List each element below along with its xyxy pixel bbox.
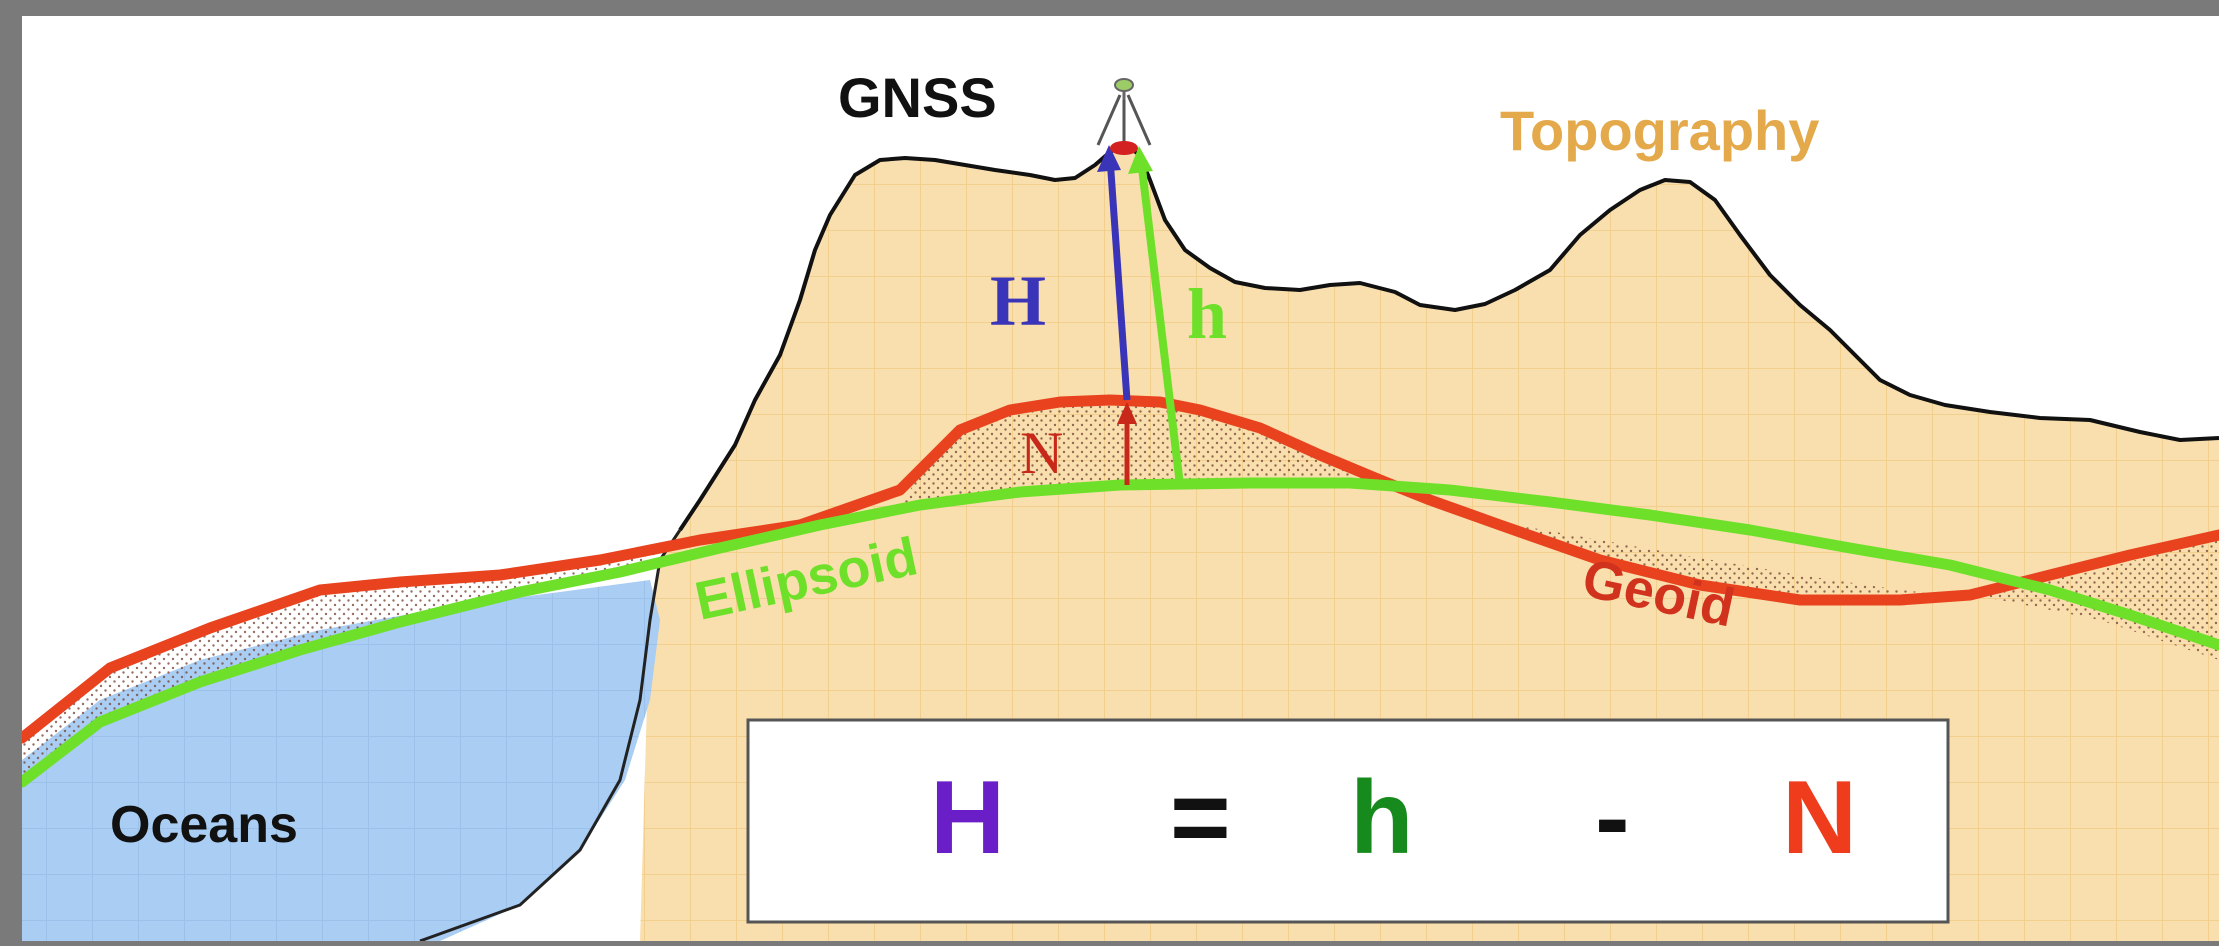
separation-dots-peak	[900, 400, 1400, 512]
geoid-undulation-arrow	[1117, 402, 1137, 485]
gnss-tripod-icon	[1096, 78, 1152, 155]
gnss-label: GNSS	[838, 66, 997, 129]
topography-label: Topography	[1500, 99, 1819, 162]
formula-N: N	[1782, 760, 1857, 876]
ellipsoid-line	[22, 477, 2219, 788]
geoid-undulation-label: N	[1020, 420, 1063, 486]
orthometric-height-label: H	[990, 261, 1046, 341]
formula-h: h	[1350, 760, 1414, 876]
ellipsoidal-height-label: h	[1187, 274, 1227, 354]
formula-box: H = h - N	[746, 718, 1950, 924]
formula-H: H	[930, 760, 1005, 876]
topography-line	[678, 143, 2219, 532]
coastline	[419, 529, 682, 941]
formula-equals: =	[1170, 760, 1231, 876]
orthometric-height-arrow	[1097, 145, 1131, 401]
geoid-line	[22, 394, 2219, 744]
formula-minus: -	[1595, 760, 1630, 876]
ellipsoidal-height-arrow	[1128, 146, 1184, 486]
oceans-label: Oceans	[110, 796, 298, 854]
